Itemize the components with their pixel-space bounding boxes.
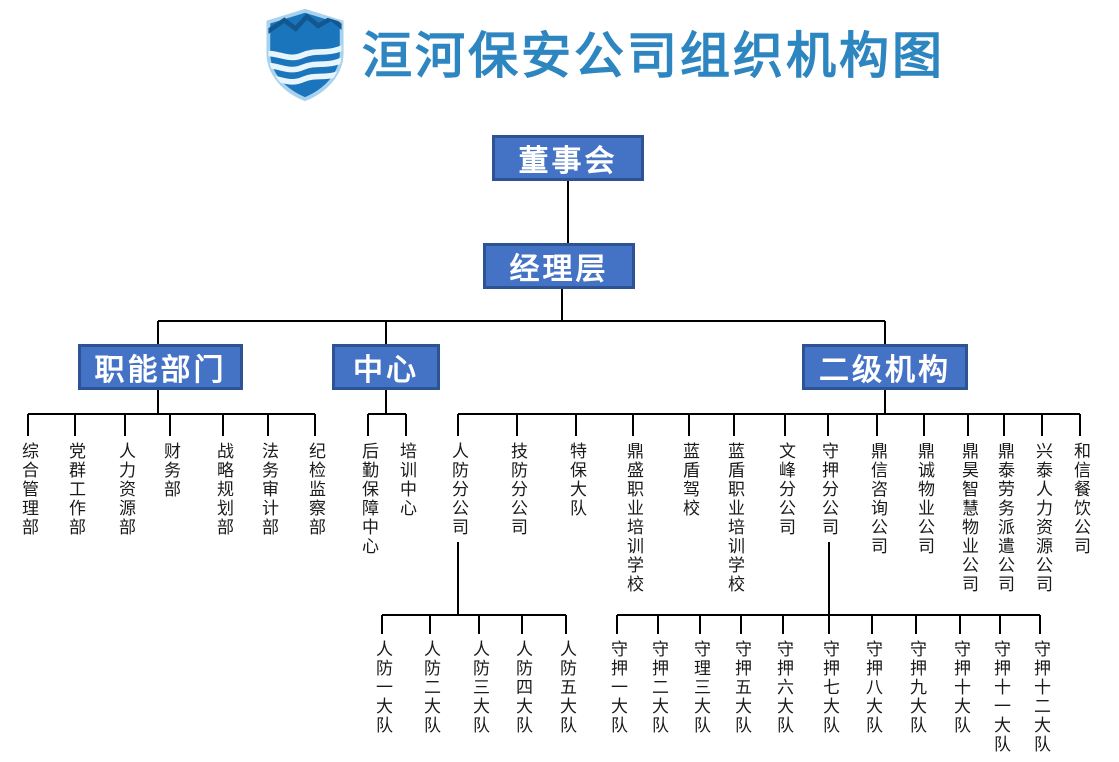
center-label: 培训中心 bbox=[396, 442, 416, 518]
centers-box: 中心 bbox=[332, 344, 440, 390]
secondary-org-label: 技防分公司 bbox=[507, 442, 527, 537]
shouya-squad-label: 守押七大队 bbox=[819, 640, 839, 735]
shouya-squad-label: 守押九大队 bbox=[906, 640, 926, 735]
shouya-squad-label: 守押五大队 bbox=[731, 640, 751, 735]
renfang-squad-label: 人防四大队 bbox=[512, 640, 532, 735]
secondary-org-label: 文峰分公司 bbox=[775, 442, 795, 537]
center-label: 后勤保障中心 bbox=[358, 442, 378, 556]
secondary-org-label: 和信餐饮公司 bbox=[1070, 442, 1090, 556]
secondary-org-label: 鼎诚物业公司 bbox=[914, 442, 934, 556]
secondary-org-label: 鼎盛职业培训学校 bbox=[623, 442, 643, 594]
functional-dept-label: 财务部 bbox=[160, 442, 180, 499]
renfang-squad-label: 人防二大队 bbox=[420, 640, 440, 735]
board-box: 董事会 bbox=[492, 135, 644, 181]
wave-stripe bbox=[268, 53, 342, 73]
functional-dept-label: 人力资源部 bbox=[115, 442, 135, 537]
functional-depts-box: 职能部门 bbox=[78, 344, 243, 390]
functional-dept-label: 综合管理部 bbox=[18, 442, 38, 537]
renfang-squad-label: 人防五大队 bbox=[556, 640, 576, 735]
wave-stripe bbox=[268, 41, 342, 61]
shouya-squad-label: 守押十二大队 bbox=[1030, 640, 1050, 754]
secondary-orgs-box: 二级机构 bbox=[802, 344, 968, 390]
secondary-org-label: 人防分公司 bbox=[448, 442, 468, 537]
renfang-squad-label: 人防一大队 bbox=[372, 640, 392, 735]
secondary-org-label: 守押分公司 bbox=[818, 442, 838, 537]
shouya-squad-label: 守押十大队 bbox=[950, 640, 970, 735]
shouya-squad-label: 守押八大队 bbox=[862, 640, 882, 735]
secondary-org-label: 鼎泰劳务派遣公司 bbox=[994, 442, 1014, 594]
functional-dept-label: 纪检监察部 bbox=[305, 442, 325, 537]
secondary-org-label: 特保大队 bbox=[566, 442, 586, 518]
secondary-org-label: 鼎信咨询公司 bbox=[867, 442, 887, 556]
shouya-squad-label: 守押二大队 bbox=[648, 640, 668, 735]
shouya-squad-label: 守押一大队 bbox=[607, 640, 627, 735]
secondary-org-label: 蓝盾职业培训学校 bbox=[724, 442, 744, 594]
functional-dept-label: 党群工作部 bbox=[65, 442, 85, 537]
functional-dept-label: 战略规划部 bbox=[213, 442, 233, 537]
page-title: 洹河保安公司组织机构图 bbox=[362, 28, 945, 84]
secondary-org-label: 兴泰人力资源公司 bbox=[1032, 442, 1052, 594]
company-shield-logo bbox=[266, 8, 344, 102]
secondary-org-label: 蓝盾驾校 bbox=[679, 442, 699, 518]
renfang-squad-label: 人防三大队 bbox=[469, 640, 489, 735]
shouya-squad-label: 守押六大队 bbox=[773, 640, 793, 735]
shouya-squad-label: 守押十一大队 bbox=[990, 640, 1010, 754]
secondary-org-label: 鼎昊智慧物业公司 bbox=[958, 442, 978, 594]
shouya-squad-label: 守理三大队 bbox=[690, 640, 710, 735]
management-box: 经理层 bbox=[483, 243, 635, 289]
functional-dept-label: 法务审计部 bbox=[258, 442, 278, 537]
